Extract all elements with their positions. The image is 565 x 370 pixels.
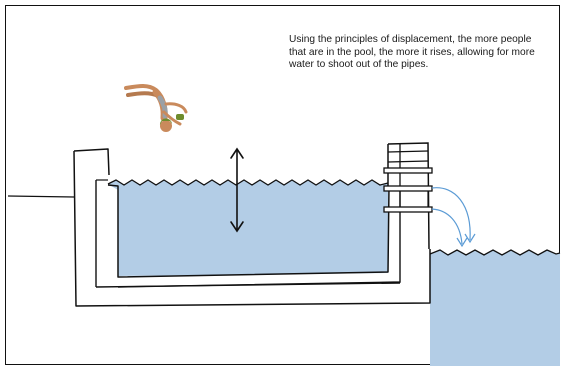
curved-arrow-icon	[432, 188, 475, 246]
pool-water	[108, 180, 388, 276]
ladder-icon	[384, 143, 432, 249]
diver-figure-icon	[126, 86, 186, 132]
ground-line-left	[8, 196, 74, 197]
outflow-basin-water	[430, 250, 560, 366]
pool-bottom-inner	[96, 283, 400, 287]
